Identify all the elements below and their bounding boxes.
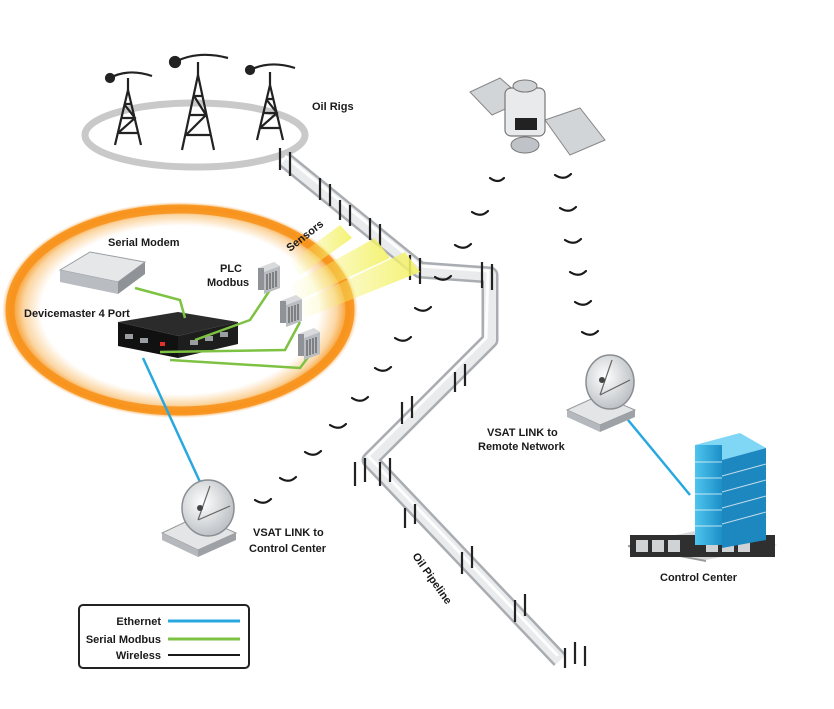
oil-rig-ring (81, 99, 309, 171)
legend-label-ethernet: Ethernet (116, 616, 161, 628)
wireless-links (253, 172, 600, 504)
legend-label-wireless: Wireless (116, 650, 161, 662)
pipeline-supports (278, 148, 587, 668)
satellite-icon (469, 77, 606, 156)
legend-label-serial-modbus: Serial Modbus (86, 634, 161, 646)
vsat-control-label-line1: VSAT LINK to (253, 527, 324, 539)
oil-pipeline-label: Oil Pipeline (410, 551, 454, 607)
ethernet-link-site (141, 357, 202, 483)
vsat-control-label-line2: Control Center (249, 543, 327, 555)
building-icon (628, 433, 778, 562)
serial-modem-label: Serial Modem (108, 237, 180, 249)
oil-rig-icon (104, 53, 296, 151)
serial-modem-icon (58, 251, 147, 294)
oil-rigs: Oil Rigs (81, 53, 354, 171)
plc-label-line1: PLC (220, 263, 242, 275)
oil-rigs-label: Oil Rigs (312, 101, 354, 113)
devicemaster-label: Devicemaster 4 Port (24, 308, 130, 320)
satellite-dish-icon (565, 354, 637, 432)
legend: Ethernet Serial Modbus Wireless (78, 604, 250, 669)
vsat-remote-label-line2: Remote Network (478, 441, 566, 453)
vsat-remote-label-line1: VSAT LINK to (487, 427, 558, 439)
satellite-dish-icon (160, 479, 238, 557)
oil-pipeline: Oil Pipeline (278, 148, 587, 668)
control-center-label: Control Center (660, 572, 738, 584)
site-halo-ring (5, 204, 355, 416)
plc-label-line2: Modbus (207, 277, 249, 289)
plc-module-icon (258, 262, 320, 360)
ethernet-link-control-center (627, 419, 691, 496)
